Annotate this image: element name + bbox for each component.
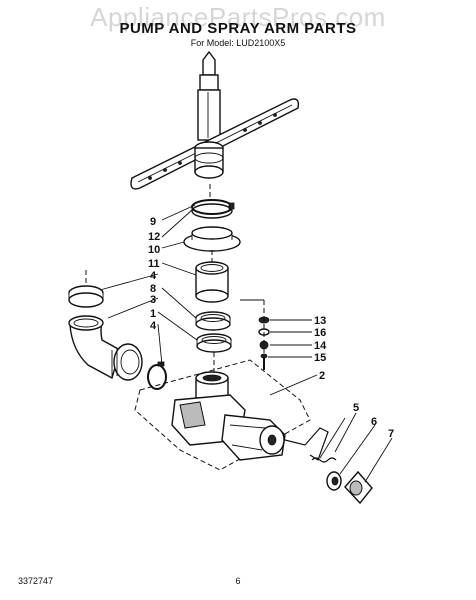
watermark: AppliancePartsPros.com <box>90 2 386 32</box>
callout-8: 8 <box>150 283 156 295</box>
callout-12: 12 <box>148 231 160 243</box>
seal-part-8 <box>195 311 231 331</box>
callout-labels: 9 12 10 11 4 8 3 1 4 13 16 14 15 2 5 6 7 <box>148 216 394 440</box>
callout-4-lower: 4 <box>150 320 157 332</box>
callout-3: 3 <box>150 294 156 306</box>
seal-part-6 <box>326 471 342 491</box>
callout-6: 6 <box>371 416 377 428</box>
callout-2: 2 <box>319 370 325 382</box>
spray-tower <box>197 50 221 141</box>
leader-lines <box>99 204 393 483</box>
callout-14: 14 <box>314 340 327 352</box>
callout-13: 13 <box>314 315 326 327</box>
callout-15: 15 <box>314 352 326 364</box>
callout-10: 10 <box>148 244 160 256</box>
callout-7: 7 <box>388 428 394 440</box>
model-label: For Model: LUD2100X5 <box>190 38 286 48</box>
page-number: 6 <box>235 576 241 586</box>
callout-16: 16 <box>314 327 326 339</box>
elbow-hose-part-3 <box>68 315 143 381</box>
collar-part-10 <box>183 226 241 252</box>
pump-motor-part-2 <box>171 371 329 461</box>
callout-1: 1 <box>150 308 156 320</box>
diagram-title: PUMP AND SPRAY ARM PARTS <box>119 20 357 37</box>
callout-11: 11 <box>148 258 160 270</box>
document-number: 3372747 <box>18 576 54 586</box>
clamp-ring-part-12 <box>191 199 235 219</box>
seal-part-1 <box>196 333 232 353</box>
spring-part-5 <box>311 417 346 463</box>
clamp-ring-part-4-lower <box>147 361 167 390</box>
callout-9: 9 <box>150 216 156 228</box>
callout-5: 5 <box>353 402 359 414</box>
cap-part-4-upper <box>68 285 104 308</box>
callout-4-upper: 4 <box>150 270 157 282</box>
plate-part-7 <box>344 470 373 505</box>
tube-part-11 <box>195 261 229 303</box>
spray-arm <box>130 98 300 190</box>
